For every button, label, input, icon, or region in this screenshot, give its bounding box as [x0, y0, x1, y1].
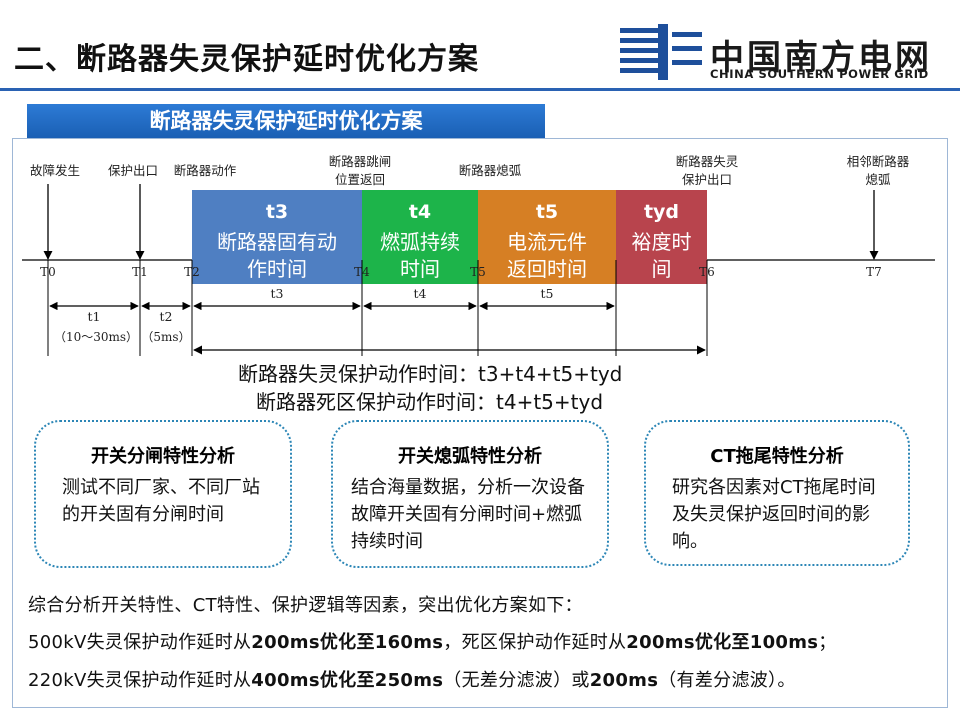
event-label: 断路器动作	[174, 163, 237, 178]
section-title: 断路器失灵保护延时优化方案	[27, 104, 545, 138]
header-divider	[0, 88, 960, 91]
analysis-box-arc-extinction: 开关熄弧特性分析 结合海量数据，分析一次设备故障开关固有分闸时间+燃弧持续时间	[331, 420, 609, 568]
summary-intro: 综合分析开关特性、CT特性、保护逻辑等因素，突出优化方案如下：	[28, 595, 583, 616]
event-label: 相邻断路器	[847, 154, 910, 169]
phase-block-t5	[478, 190, 616, 284]
deadzone-protection-formula: 断路器死区保护动作时间：t4+t5+tyd	[256, 390, 604, 414]
summary-text: （无差分滤波）或	[443, 670, 590, 691]
phase-description: 作时间	[247, 257, 307, 281]
phase-description: 燃弧持续	[380, 230, 460, 254]
logo-chinese-name: 中国南方电网	[710, 38, 932, 78]
summary-text: ；	[818, 632, 837, 653]
event-label: 熄弧	[865, 172, 891, 187]
summary-emphasis: 400ms优化至250ms	[251, 670, 444, 691]
slide-title: 二、断路器失灵保护延时优化方案	[14, 42, 479, 77]
analysis-title: 开关熄弧特性分析	[398, 446, 542, 467]
phase-description: 断路器固有动	[217, 230, 337, 254]
event-label: 故障发生	[30, 163, 80, 178]
analysis-body: 测试不同厂家、不同厂站的开关固有分闸时间	[62, 477, 260, 525]
event-label: 断路器熄弧	[459, 163, 522, 178]
analysis-body: 研究各因素对CT拖尾时间及失灵保护返回时间的影响。	[672, 477, 876, 552]
phase-symbol: tyd	[644, 201, 679, 223]
phase-block-t4	[362, 190, 478, 284]
event-label: 断路器跳闸	[329, 154, 392, 169]
interval-label: t4	[414, 286, 427, 301]
interval-note: （10～30ms）	[54, 330, 138, 344]
analysis-body: 结合海量数据，分析一次设备故障开关固有分闸时间+燃弧持续时间	[351, 477, 585, 552]
phase-description: 裕度时	[632, 230, 692, 254]
interval-label: t3	[271, 286, 284, 301]
phase-symbol: t4	[409, 201, 431, 223]
content-frame	[12, 138, 948, 708]
phase-description: 时间	[400, 257, 440, 281]
summary-text: （有差分滤波）。	[658, 670, 796, 691]
interval-note: （5ms）	[141, 330, 190, 344]
interval-label: t1	[88, 309, 101, 324]
phase-block-t3	[192, 190, 362, 284]
event-label: 断路器失灵	[676, 154, 739, 169]
event-label: 保护出口	[682, 172, 732, 187]
phase-description: 返回时间	[507, 257, 587, 281]
event-marker: T7	[866, 265, 882, 279]
phase-block-tyd	[616, 190, 707, 284]
interval-label: t5	[541, 286, 554, 301]
event-label: 位置返回	[335, 172, 385, 187]
summary-emphasis: 200ms优化至100ms	[626, 632, 819, 653]
interval-label: t2	[160, 309, 173, 324]
event-label: 保护出口	[108, 163, 158, 178]
phase-description: 间	[652, 257, 672, 281]
analysis-box-switch-opening: 开关分闸特性分析 测试不同厂家、不同厂站的开关固有分闸时间	[34, 420, 292, 568]
csg-logo-icon	[620, 24, 702, 80]
analysis-title: 开关分闸特性分析	[91, 446, 235, 467]
summary-text: 500kV失灵保护动作延时从	[28, 632, 252, 653]
summary-line-220kv: 220kV失灵保护动作延时从400ms优化至250ms（无差分滤波）或200ms…	[28, 666, 796, 692]
phase-symbol: t5	[536, 201, 558, 223]
analysis-title: CT拖尾特性分析	[710, 446, 844, 467]
failure-protection-formula: 断路器失灵保护动作时间：t3+t4+t5+tyd	[238, 362, 623, 386]
summary-text: ，死区保护动作延时从	[443, 632, 627, 653]
summary-emphasis: 200ms	[589, 670, 659, 691]
summary-text: 220kV失灵保护动作延时从	[28, 670, 252, 691]
phase-symbol: t3	[266, 201, 288, 223]
summary-emphasis: 200ms优化至160ms	[251, 632, 444, 653]
analysis-box-ct-tail: CT拖尾特性分析 研究各因素对CT拖尾时间及失灵保护返回时间的影响。	[644, 420, 910, 566]
phase-description: 电流元件	[507, 230, 587, 254]
summary-line-500kv: 500kV失灵保护动作延时从200ms优化至160ms，死区保护动作延时从200…	[28, 628, 837, 654]
logo-english-name: CHINA SOUTHERN POWER GRID	[710, 67, 929, 81]
